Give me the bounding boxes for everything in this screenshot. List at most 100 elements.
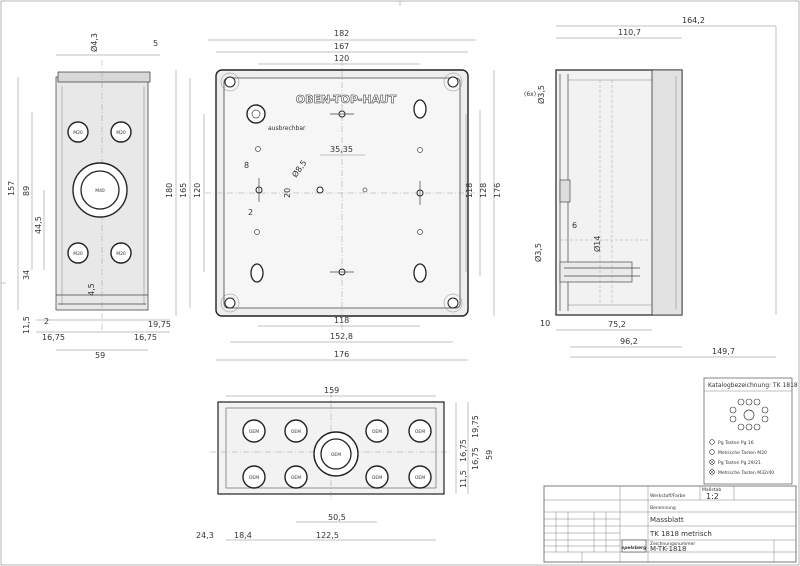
front-dim-20: 20 (283, 188, 292, 198)
side-lid (57, 71, 151, 83)
bottom-gland-b3 (365, 465, 389, 489)
title-scale: 1:2 (706, 492, 719, 501)
front-dim-8: 8 (244, 161, 249, 170)
bottom-dim-505: 50,5 (328, 513, 346, 522)
bottom-dim-1675b: 16,75 (471, 447, 480, 470)
front-dim-3535: 35,35 (330, 145, 353, 154)
front-dim-176-right: 176 (493, 183, 502, 198)
bottom-dim-115: 11,5 (459, 470, 468, 488)
right-label-d14: Ø14 (592, 236, 602, 252)
title-scale-label: Maßstab (702, 487, 721, 493)
catalog-legend-1: Pg Tasten Pg 16 (718, 440, 754, 446)
bottom-dim-1675a: 16,75 (459, 439, 468, 462)
right-dim-1107: 110,7 (618, 28, 641, 37)
title-label-name: Benennung (650, 505, 676, 511)
right-label-10: 10 (540, 319, 550, 328)
front-dim-128: 128 (479, 183, 488, 198)
right-lid (651, 69, 683, 316)
bottom-gland-label-b4: OEM (415, 475, 425, 481)
bottom-gland-t4 (408, 419, 432, 443)
title-label-drawing: Zeichnungsnummer (650, 541, 695, 547)
bottom-dim-159: 159 (324, 386, 339, 395)
corner-screw-bl (224, 297, 236, 309)
right-label-d35: Ø3,5 (536, 85, 546, 104)
side-dim-2: 2 (44, 317, 49, 326)
corner-screw-tl (224, 76, 236, 88)
bottom-dim-1975: 19,75 (471, 415, 480, 438)
right-label-6x: (6x) (524, 91, 536, 98)
side-dim-1675a: 16,75 (42, 333, 65, 342)
title-revision-grid (544, 512, 620, 552)
catalog-box: Katalogbezeichnung: TK 1818 Pg Tasten Pg… (703, 377, 798, 485)
right-dim-1642: 164,2 (682, 16, 705, 25)
front-dim-118-bottom: 118 (334, 316, 349, 325)
right-dim-752: 75,2 (608, 320, 626, 329)
right-dim-1497: 149,7 (712, 347, 735, 356)
catalog-legend-3: Pg Tasten Pg 29/21 (718, 460, 761, 466)
bottom-gland-t2 (284, 419, 308, 443)
side-dim-d43: Ø4,3 (89, 33, 99, 52)
bottom-gland-label-t4: OEM (415, 429, 425, 435)
right-label-6: 6 (572, 221, 577, 230)
title-product: TK 1818 metrisch (649, 530, 712, 538)
side-dim-115: 11,5 (22, 316, 31, 334)
front-dim-2: 2 (248, 208, 253, 217)
front-dim-120-left: 120 (193, 183, 202, 198)
right-label-d35b: Ø3,5 (533, 243, 543, 262)
slot-top-right (413, 99, 427, 119)
bottom-gland-t3 (365, 419, 389, 443)
catalog-title: Katalogbezeichnung: TK 1818 (708, 382, 798, 389)
mount-center (316, 186, 324, 194)
bottom-dim-243: 24,3 (196, 531, 214, 540)
title-label-material: Werkstoff/Farbe (650, 493, 686, 499)
side-view: M20 M20 M40 M20 M20 Ø4,3 5 157 89 44,5 3… (7, 33, 171, 360)
side-gland-4 (110, 242, 132, 264)
bottom-gland-b2 (284, 465, 308, 489)
side-dim-45: 4,5 (87, 283, 96, 296)
bottom-gland-t1 (242, 419, 266, 443)
catalog-legend-4: Metrische Tasten M32/40 (718, 470, 774, 476)
front-dim-176-bottom: 176 (334, 350, 349, 359)
side-gland-label-center: M40 (95, 188, 105, 194)
front-dim-180: 180 (165, 183, 174, 198)
side-dim-1975: 19,75 (148, 320, 171, 329)
front-dim-120: 120 (334, 54, 349, 63)
side-dim-445: 44,5 (34, 216, 43, 234)
corner-screw-br (447, 297, 459, 309)
side-gland-center-inner (80, 170, 120, 210)
side-dim-59: 59 (95, 351, 105, 360)
bottom-gland-b4 (408, 465, 432, 489)
side-dim-89: 89 (22, 186, 31, 196)
right-dim-962: 96,2 (620, 337, 638, 346)
slot-bottom-right (413, 263, 427, 283)
title-drawing-no: M-TK-1818 (650, 545, 686, 553)
bottom-gland-label-b1: OEM (249, 475, 259, 481)
company-logo (621, 539, 647, 553)
corner-screw-tr (447, 76, 459, 88)
front-dim-118-right: 118 (465, 183, 474, 198)
bottom-gland-label-t2: OEM (291, 429, 301, 435)
title-block: Werkstoff/Farbe Maßstab 1:2 Benennung Ma… (543, 485, 797, 563)
bottom-gland-label-t1: OEM (249, 429, 259, 435)
bottom-gland-label-b3: OEM (372, 475, 382, 481)
knockout-label: ausbrechbar (268, 125, 306, 132)
bottom-dim-1225: 122,5 (316, 531, 339, 540)
front-dim-167: 167 (334, 42, 349, 51)
bottom-view: OEM OEM OEM OEM OEM OEM OEM OEM OEM 159 … (196, 386, 494, 541)
side-gland-3 (67, 242, 89, 264)
bottom-dim-59: 59 (485, 450, 494, 460)
bottom-dim-184: 18,4 (234, 531, 252, 540)
side-gland-label-4: M20 (116, 251, 126, 257)
front-dim-165: 165 (179, 183, 188, 198)
slot-bottom-left (250, 263, 264, 283)
side-dim-157: 157 (7, 181, 16, 196)
bottom-gland-label-b2: OEM (291, 475, 301, 481)
catalog-legend-2: Metrische Tasten M20 (718, 450, 767, 456)
side-gland-2 (110, 121, 132, 143)
side-dim-34: 34 (22, 270, 31, 280)
catalog-pictogram (729, 398, 769, 431)
side-dim-5: 5 (153, 39, 158, 48)
right-view: 164,2 110,7 (6x) Ø3,5 6 Ø14 10 Ø3,5 75,2… (524, 16, 777, 358)
front-dim-182: 182 (334, 29, 349, 38)
